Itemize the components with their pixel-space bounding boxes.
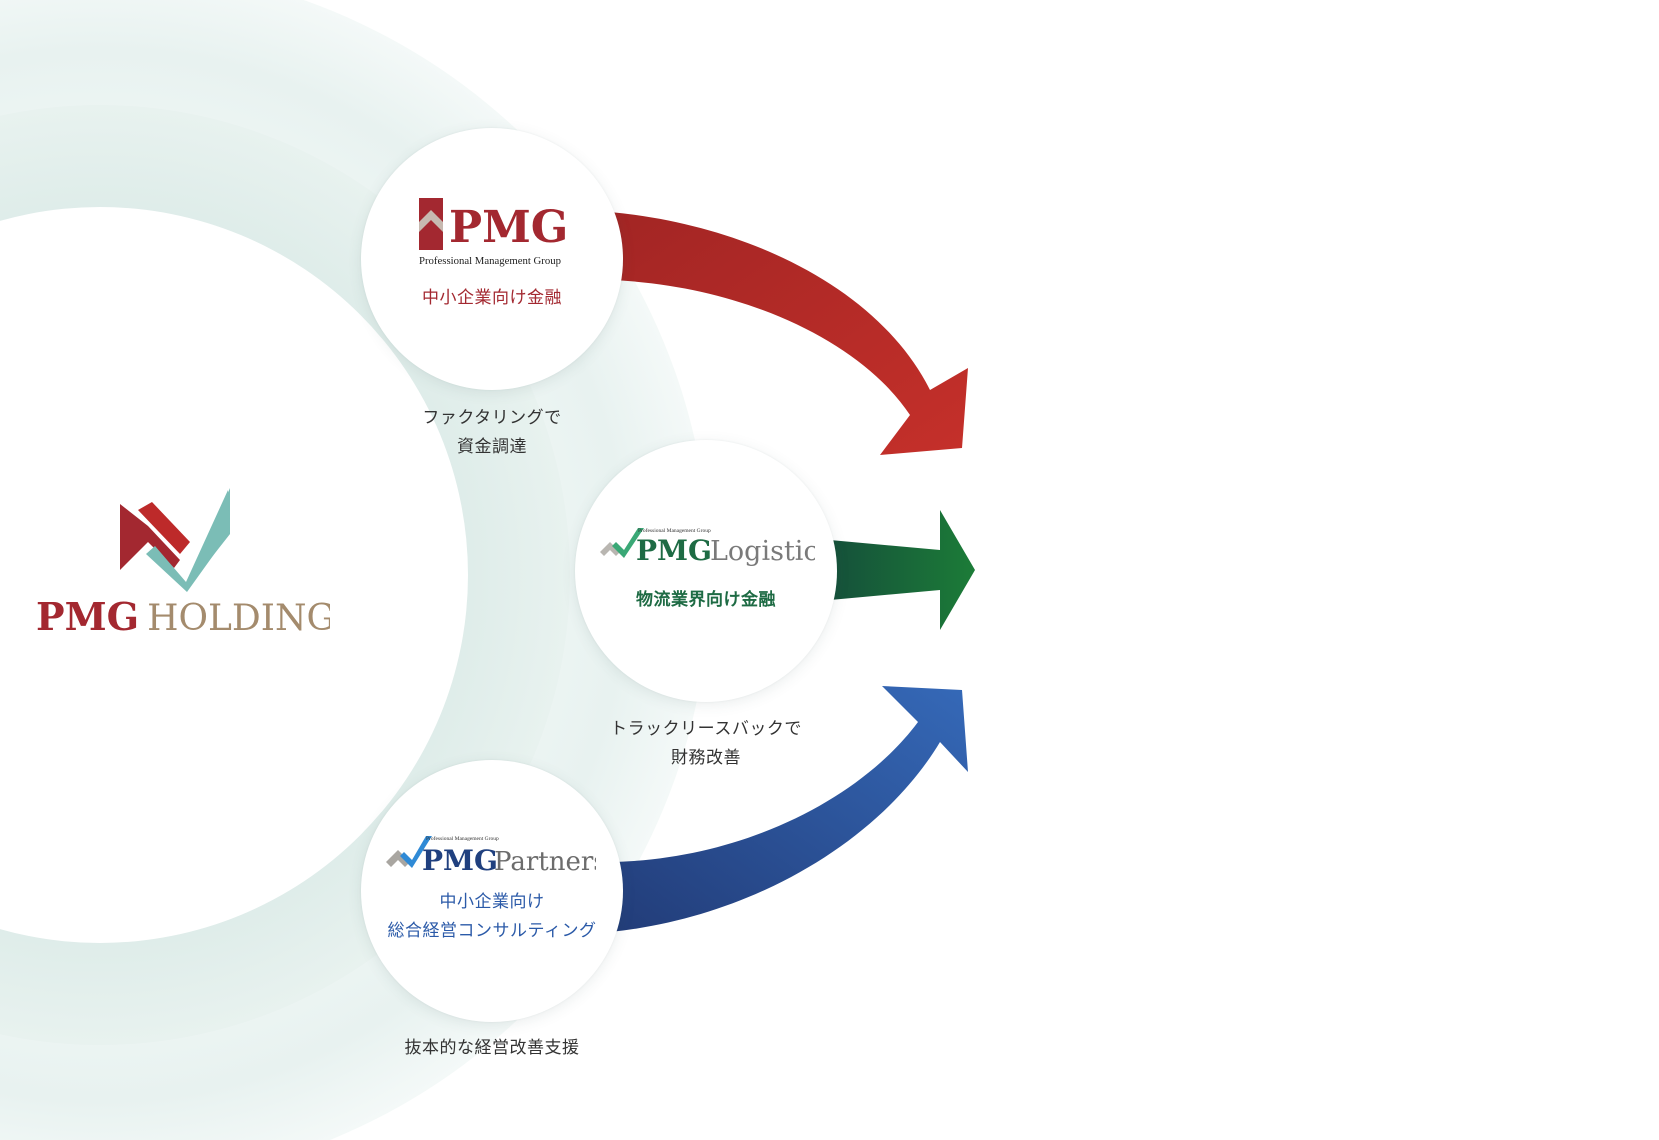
partners-caption: 抜本的な経営改善支援 — [404, 1038, 580, 1058]
holdings-mark-red-accent — [138, 502, 190, 554]
arrow-blue — [610, 686, 968, 932]
holdings-logo: PMGHOLDINGS — [36, 488, 330, 638]
logistics-mark-grey — [600, 542, 620, 556]
partners-brand-main: PMG — [422, 844, 498, 877]
logistics-brand-main: PMG — [636, 534, 712, 567]
logistics-tagline: Professional Management Group — [638, 527, 711, 534]
pmg-service-label: 中小企業向け金融 — [422, 288, 562, 308]
logistics-service-label: 物流業界向け金融 — [636, 590, 776, 610]
logistics-caption: トラックリースバックで 財務改善 — [610, 719, 802, 768]
partners-service-label: 中小企業向け 総合経営コンサルティング — [387, 892, 597, 941]
arrow-red — [610, 212, 968, 455]
pmg-caption: ファクタリングで 資金調達 — [422, 408, 562, 457]
pmg-logo: PMG Professional Management Group — [419, 198, 568, 267]
company-circle-pmg[interactable]: PMG Professional Management Group 中小企業向け… — [361, 128, 623, 390]
company-circle-pmg-partners[interactable]: Professional Management Group PMG Partne… — [361, 760, 623, 1022]
partners-mark-grey — [386, 850, 410, 867]
company-circle-pmg-logistics[interactable]: Professional Management Group PMG Logist… — [575, 440, 837, 702]
partners-mark-blue — [400, 836, 432, 868]
holdings-mark-teal-body — [146, 490, 230, 592]
logistics-mark-green — [612, 528, 644, 558]
pmg-partners-logo: Professional Management Group PMG Partne… — [386, 835, 596, 877]
pmg-logo-text: PMG — [449, 202, 568, 253]
holdings-brand-main: PMG — [36, 594, 139, 638]
holdings-brand-sub: HOLDINGS — [147, 598, 330, 638]
pmg-logo-chevron — [419, 210, 443, 232]
partners-brand-sub: Partners — [494, 847, 596, 877]
pmg-logistics-logo: Professional Management Group PMG Logist… — [600, 527, 815, 567]
inner-core — [0, 207, 468, 943]
partners-tagline: Professional Management Group — [426, 835, 499, 842]
arrow-green — [830, 510, 975, 630]
logistics-brand-sub: Logistics — [710, 536, 815, 567]
holdings-brand: PMGHOLDINGS — [36, 594, 330, 638]
holdings-mark-red — [120, 504, 180, 570]
pmg-logo-tagline: Professional Management Group — [419, 256, 561, 267]
